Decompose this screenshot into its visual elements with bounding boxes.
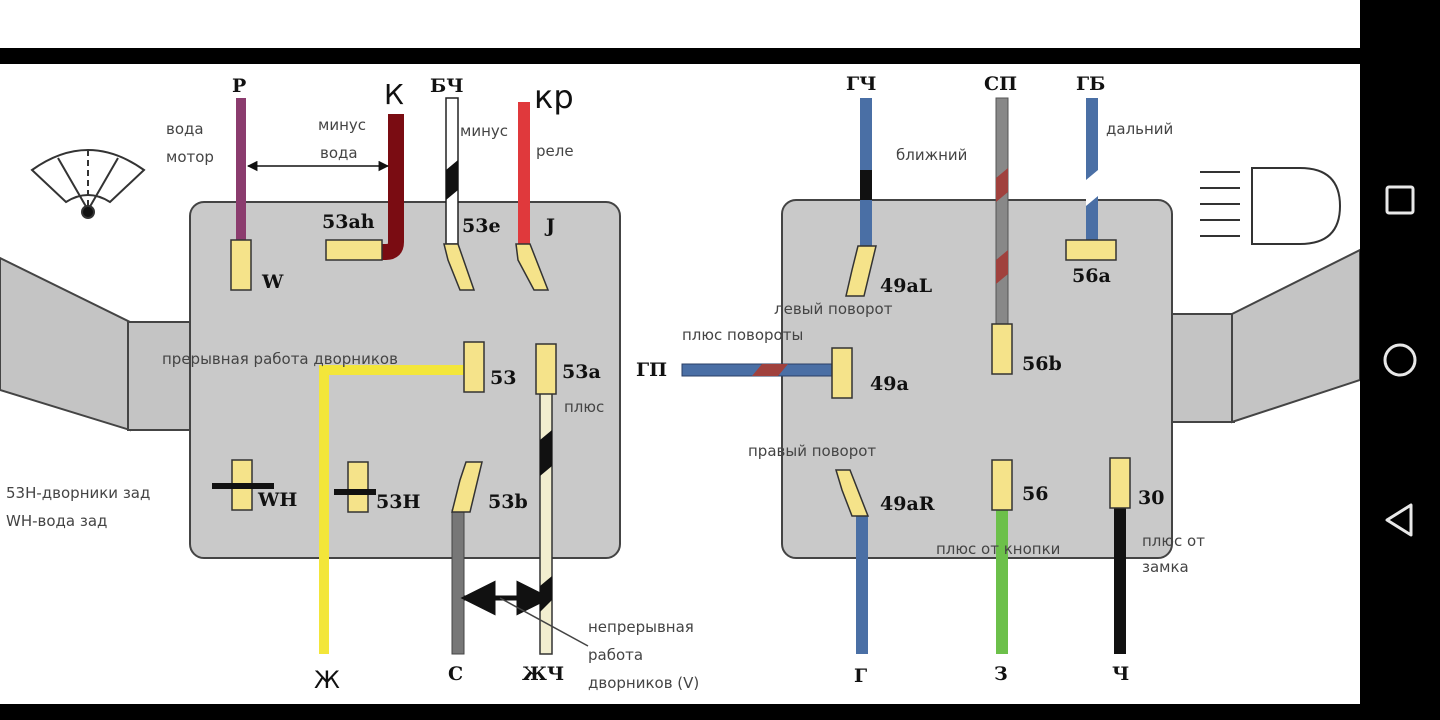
- recents-button[interactable]: [1380, 180, 1420, 220]
- pin-53e: [443, 243, 476, 291]
- pin-56: [991, 459, 1013, 511]
- pin-49al: [845, 245, 877, 297]
- label-pin-49al: 49aL: [880, 275, 932, 297]
- label-pin-53ah: 53ah: [322, 211, 375, 233]
- note-left-turn: левый поворот: [774, 300, 893, 318]
- note-minus: минус: [318, 116, 366, 134]
- pin-53: [463, 341, 485, 393]
- wire-zh: [319, 365, 470, 654]
- image-border-top: [0, 48, 1360, 64]
- pin-56b: [991, 323, 1013, 375]
- note-plus-turns: плюс повороты: [682, 326, 803, 344]
- label-pin-53b: 53b: [488, 491, 528, 513]
- right-switch-block: [781, 199, 1173, 559]
- pin-j: [515, 243, 550, 291]
- pin-49ar: [834, 469, 870, 517]
- label-wire-zh: Ж: [314, 666, 340, 694]
- label-wire-s: С: [448, 663, 463, 685]
- label-pin-53: 53: [490, 367, 516, 389]
- note-plus-button: плюс от кнопки: [936, 540, 1060, 558]
- pin-56a: [1065, 239, 1117, 261]
- label-wire-gb: ГБ: [1076, 73, 1105, 95]
- note-continuous-3: дворников (V): [588, 674, 699, 692]
- label-wire-p: Р: [232, 75, 246, 97]
- note-plus: плюс: [564, 398, 604, 416]
- pin-49a: [831, 347, 853, 399]
- label-pin-53e: 53e: [462, 215, 501, 237]
- label-wire-ch: Ч: [1112, 663, 1129, 685]
- label-wire-gch: ГЧ: [846, 73, 876, 95]
- label-pin-30: 30: [1138, 487, 1164, 509]
- left-switch-block: [189, 201, 621, 559]
- wire-sp: [995, 97, 1009, 325]
- note-minus2: минус: [460, 122, 508, 140]
- label-pin-49ar: 49aR: [880, 493, 935, 515]
- headlight-icon: [1200, 167, 1342, 245]
- wire-p: [236, 98, 246, 246]
- right-stalk: [1167, 248, 1360, 424]
- label-wire-gp: ГП: [636, 359, 667, 381]
- circle-icon: [1383, 343, 1417, 377]
- wire-zhch: [539, 391, 553, 655]
- image-border-bottom: [0, 704, 1360, 720]
- home-button[interactable]: [1380, 340, 1420, 380]
- label-pin-53a: 53a: [562, 361, 601, 383]
- note-right-turn: правый поворот: [748, 442, 876, 460]
- wire-gch: [860, 98, 872, 248]
- label-pin-56b: 56b: [1022, 353, 1062, 375]
- label-wire-bch: БЧ: [430, 75, 464, 97]
- label-pin-56a: 56a: [1072, 265, 1111, 287]
- note-voda: вода: [166, 120, 204, 138]
- pin-w: [230, 239, 252, 291]
- note-voda2: вода: [320, 144, 358, 162]
- pin-53ah: [325, 239, 383, 261]
- label-wire-zhch: ЖЧ: [522, 663, 564, 685]
- wiper-icon: [30, 149, 146, 219]
- label-pin-j: J: [544, 215, 555, 237]
- back-button[interactable]: [1380, 500, 1420, 540]
- label-pin-w: W: [261, 271, 284, 293]
- label-pin-49a: 49a: [870, 373, 909, 395]
- legend-53h: 53H-дворники зад: [6, 484, 150, 502]
- label-pin-53h: 53H: [376, 491, 420, 513]
- android-nav-bar: [1360, 0, 1440, 720]
- note-intermittent: прерывная работа дворников: [162, 350, 398, 368]
- label-wire-z: З: [994, 663, 1008, 685]
- note-plus-from: плюс от: [1142, 532, 1205, 550]
- note-dalniy: дальний: [1106, 120, 1173, 138]
- note-rele: реле: [536, 142, 574, 160]
- wire-bch: [445, 97, 459, 245]
- note-motor: мотор: [166, 148, 214, 166]
- wire-gp: [681, 363, 835, 377]
- label-pin-56: 56: [1022, 483, 1048, 505]
- wire-g: [856, 514, 868, 654]
- pointer-continuous: [499, 597, 589, 647]
- wiring-diagram: Р К БЧ кр вода мотор минус вода минус ре…: [0, 73, 1360, 694]
- image-viewer: Р К БЧ кр вода мотор минус вода минус ре…: [0, 0, 1360, 720]
- wire-s: [451, 509, 465, 655]
- note-continuous-1: непрерывная: [588, 618, 694, 636]
- label-wire-k: К: [384, 78, 404, 111]
- pin-30: [1109, 457, 1131, 509]
- left-stalk: [0, 256, 193, 432]
- legend-wh: WH-вода зад: [6, 512, 107, 530]
- triangle-back-icon: [1385, 503, 1413, 537]
- pin-53a: [535, 343, 557, 395]
- note-continuous-2: работа: [588, 646, 643, 664]
- note-blizhniy: ближний: [896, 146, 967, 164]
- label-wire-sp: СП: [984, 73, 1017, 95]
- label-wire-g: Г: [854, 665, 867, 687]
- pin-53b: [451, 461, 483, 513]
- wire-kr: [518, 102, 530, 244]
- wire-gb: [1086, 98, 1098, 240]
- label-pin-wh: WH: [257, 489, 297, 511]
- label-wire-kr: кр: [534, 78, 574, 116]
- note-ignition: замка: [1142, 558, 1189, 576]
- wire-ch: [1114, 508, 1126, 654]
- pin-53h: [347, 461, 369, 513]
- wire-z: [996, 508, 1008, 654]
- square-icon: [1385, 185, 1415, 215]
- wire-k: [378, 114, 404, 260]
